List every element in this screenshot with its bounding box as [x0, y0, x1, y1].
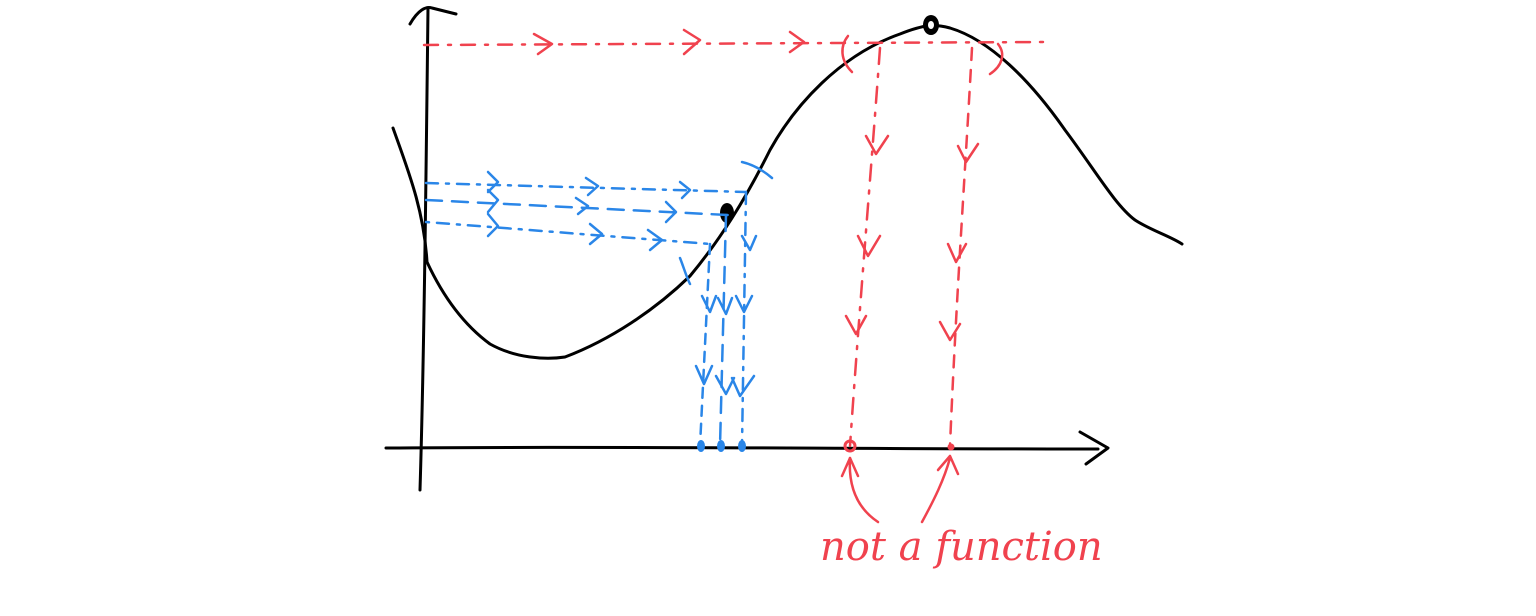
arrow-down-icon: [714, 374, 736, 396]
arrow-right-icon: [678, 180, 692, 200]
arrow-right-icon: [646, 228, 664, 252]
y-axis: [418, 6, 430, 492]
arrow-down-icon: [734, 294, 754, 314]
red-horizontal-line: [422, 40, 1047, 47]
blue-x-point-2: [717, 440, 725, 452]
red-x-point-2: [947, 443, 955, 451]
arrow-right-icon: [486, 170, 500, 194]
arrow-down-icon: [694, 364, 714, 386]
blue-horizontal-line-3: [424, 220, 712, 246]
red-mapping-arrows: [422, 28, 1047, 524]
blue-vertical-line-2: [718, 213, 728, 448]
pointer-arrow-1: [848, 456, 880, 524]
blue-horizontal-line-2: [424, 198, 730, 217]
not-a-function-label: not a function: [820, 524, 1103, 570]
arrow-right-icon: [574, 196, 590, 216]
x-axis: [384, 445, 1100, 451]
arrow-down-icon: [700, 294, 718, 314]
arrow-right-icon: [532, 32, 554, 56]
arrow-down-icon: [864, 134, 890, 156]
arrow-down-icon: [740, 234, 758, 252]
arrow-down-icon: [856, 234, 882, 258]
red-vertical-line-1: [848, 46, 882, 448]
arrow-right-icon: [584, 176, 600, 197]
arrow-right-icon: [682, 28, 702, 56]
function-curve: [391, 24, 1184, 360]
y-axis-arrowhead-icon: [408, 6, 458, 26]
blue-x-point-3: [738, 440, 746, 452]
blue-x-point-1: [697, 440, 705, 452]
arrow-down-icon: [844, 314, 868, 336]
blue-mapping-arrows: [424, 160, 774, 448]
arrow-up-icon: [840, 456, 860, 478]
arrow-down-icon: [938, 320, 962, 342]
blue-horizontal-line-1: [424, 181, 748, 194]
pointer-arrow-2: [920, 456, 952, 524]
red-vertical-line-2: [948, 46, 974, 448]
arrow-right-icon: [664, 200, 678, 224]
x-axis-arrowhead-icon: [1078, 430, 1110, 466]
blue-vertical-line-1: [740, 190, 748, 448]
arrow-right-icon: [588, 222, 604, 246]
blue-vertical-line-3: [698, 242, 712, 448]
arrow-up-icon: [936, 454, 960, 476]
curve-points: [720, 15, 939, 223]
blue-x-points: [697, 440, 746, 452]
arrow-down-icon: [946, 242, 968, 264]
arrow-down-icon: [716, 296, 734, 316]
arrow-right-icon: [486, 212, 500, 238]
arrow-right-icon: [486, 188, 500, 214]
blue-point-on-curve: [720, 203, 734, 223]
axes: [384, 6, 1110, 492]
red-x-points: [843, 439, 955, 453]
arrow-down-icon: [730, 374, 756, 398]
red-x-point-1: [843, 439, 857, 453]
arrow-right-icon: [788, 30, 806, 54]
arrow-down-icon: [956, 142, 980, 164]
